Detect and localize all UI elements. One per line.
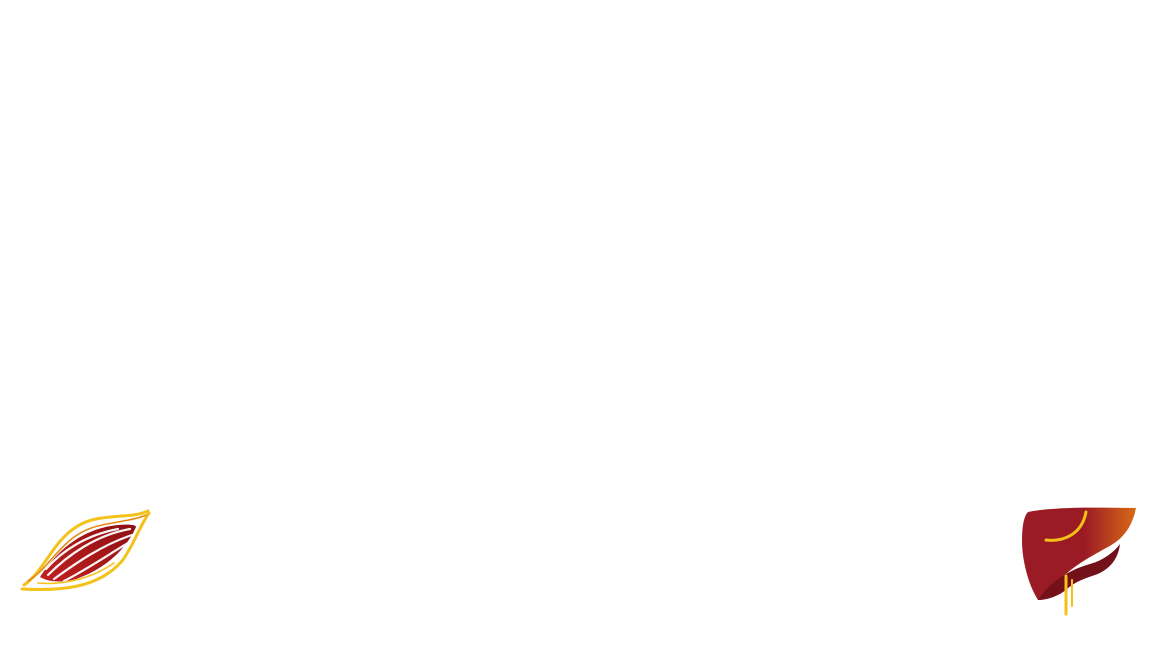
muscle-fiber-icon bbox=[18, 505, 154, 597]
liver-icon bbox=[1018, 504, 1140, 618]
